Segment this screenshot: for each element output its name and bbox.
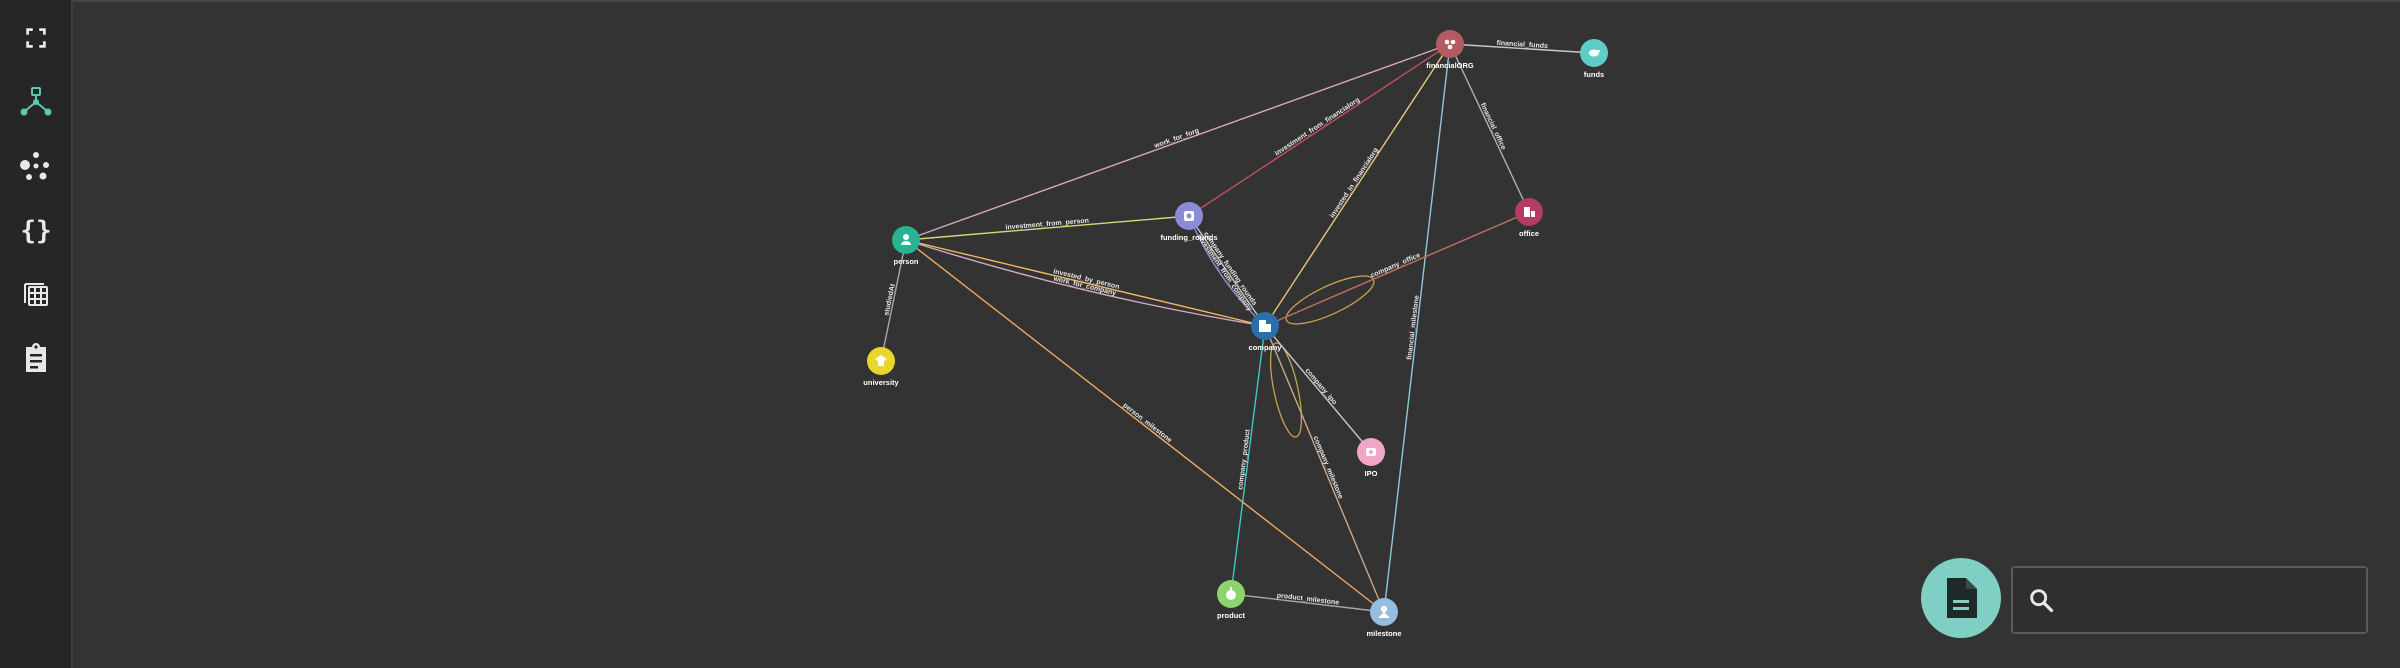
top-border: [0, 0, 2400, 2]
graph-canvas[interactable]: financial_funds work_for_forg investment_f…: [73, 0, 2400, 668]
fullscreen-button[interactable]: [10, 12, 62, 64]
report-button[interactable]: [10, 332, 62, 384]
node-funding_rounds[interactable]: funding_rounds: [1160, 202, 1218, 242]
node-person[interactable]: person: [892, 226, 920, 266]
node-university[interactable]: university: [863, 347, 900, 387]
node-financialORG[interactable]: financialORG: [1426, 30, 1474, 70]
office-icon: [1524, 207, 1535, 217]
edge-label: company_ipo: [1303, 367, 1337, 406]
document-icon: [1947, 578, 1977, 618]
milestone-icon: [1378, 605, 1390, 618]
clipboard-report-icon: [26, 343, 46, 372]
node-label: university: [863, 378, 899, 387]
document-button[interactable]: [1921, 558, 2001, 638]
edge-label: company_office: [1370, 252, 1422, 280]
node-label: office: [1519, 229, 1539, 238]
node-label: milestone: [1366, 629, 1401, 638]
ipo-icon: [1366, 448, 1376, 456]
graph-edge[interactable]: [1230, 325, 1266, 595]
node-label: IPO: [1365, 469, 1378, 478]
search-input[interactable]: [2069, 579, 2366, 621]
edge-loop[interactable]: [1281, 267, 1380, 333]
json-view-button[interactable]: {}: [10, 204, 62, 256]
node-label: funding_rounds: [1160, 233, 1217, 242]
sidebar: {}: [0, 0, 73, 668]
cluster-layout-icon: [20, 152, 49, 180]
graph-svg[interactable]: financial_funds work_for_forg investment_f…: [73, 0, 2400, 668]
university-icon: [875, 355, 887, 366]
graph-edge[interactable]: [1383, 43, 1451, 613]
node-milestone[interactable]: milestone: [1366, 598, 1402, 638]
edge-label: invested_in_financialorg: [1329, 147, 1380, 219]
table-view-button[interactable]: [10, 268, 62, 320]
fullscreen-icon: [26, 28, 46, 48]
graph-edge[interactable]: [1264, 43, 1451, 327]
graph-edge[interactable]: [905, 43, 1451, 241]
edge-label: company_milestone: [1312, 435, 1344, 500]
graph-edge[interactable]: [905, 239, 1266, 327]
edge-label: person_milestone: [1121, 402, 1173, 444]
edge-label: financial_office: [1479, 102, 1507, 151]
edge-label: investment_from_company: [1195, 234, 1253, 313]
search-box[interactable]: [2011, 566, 2368, 634]
graph-edge[interactable]: [1188, 215, 1266, 327]
graph-edge[interactable]: [905, 239, 1266, 327]
edges-layer: [880, 43, 1595, 613]
node-circle: [1436, 30, 1464, 58]
graph-edge[interactable]: [1449, 43, 1530, 213]
node-funds[interactable]: funds: [1580, 39, 1608, 79]
edge-loop[interactable]: [1264, 341, 1307, 440]
graph-edge[interactable]: [1449, 43, 1595, 54]
funding_rounds-icon: [1184, 211, 1194, 221]
table-view-icon: [24, 283, 48, 306]
graph-edge[interactable]: [905, 239, 1385, 613]
json-braces-icon: {}: [21, 216, 51, 246]
node-product[interactable]: product: [1217, 580, 1245, 620]
node-label: product: [1217, 611, 1245, 620]
edge-label: company_product: [1237, 428, 1252, 490]
graph-edge[interactable]: [1188, 215, 1266, 327]
funds-icon: [1589, 49, 1600, 57]
graph-view-button[interactable]: [10, 76, 62, 128]
cluster-layout-button[interactable]: [10, 140, 62, 192]
node-IPO[interactable]: IPO: [1357, 438, 1385, 478]
edge-label: work_for_forg: [1153, 127, 1201, 150]
node-label: person: [893, 257, 918, 266]
node-company[interactable]: company: [1249, 312, 1283, 352]
edge-label: company_funding_rounds: [1202, 231, 1258, 307]
edge-label: investment_from_financialorg: [1274, 97, 1361, 158]
graph-edge[interactable]: [1264, 325, 1372, 453]
node-label: company: [1249, 343, 1283, 352]
edge-label: studiedAt: [883, 283, 897, 317]
graph-edge[interactable]: [1264, 325, 1385, 613]
graph-edge[interactable]: [905, 215, 1190, 241]
graph-view-icon: [20, 87, 52, 116]
graph-edge[interactable]: [1264, 211, 1530, 327]
person-icon: [901, 234, 911, 245]
edge-label: financial_milestone: [1406, 295, 1420, 360]
company-icon: [1259, 320, 1271, 332]
svg-text:{}: {}: [21, 216, 51, 246]
graph-edge[interactable]: [1230, 593, 1385, 613]
node-office[interactable]: office: [1515, 198, 1543, 238]
node-label: financialORG: [1426, 61, 1474, 70]
financialorg-icon: [1444, 39, 1456, 50]
search-icon: [2013, 568, 2069, 632]
edge-label: investment_from_person: [1005, 217, 1089, 231]
edge-label: financial_funds: [1496, 40, 1548, 50]
product-icon: [1226, 587, 1236, 600]
node-label: funds: [1584, 70, 1604, 79]
graph-edge[interactable]: [1188, 43, 1451, 217]
edge-label: product_milestone: [1276, 592, 1339, 606]
